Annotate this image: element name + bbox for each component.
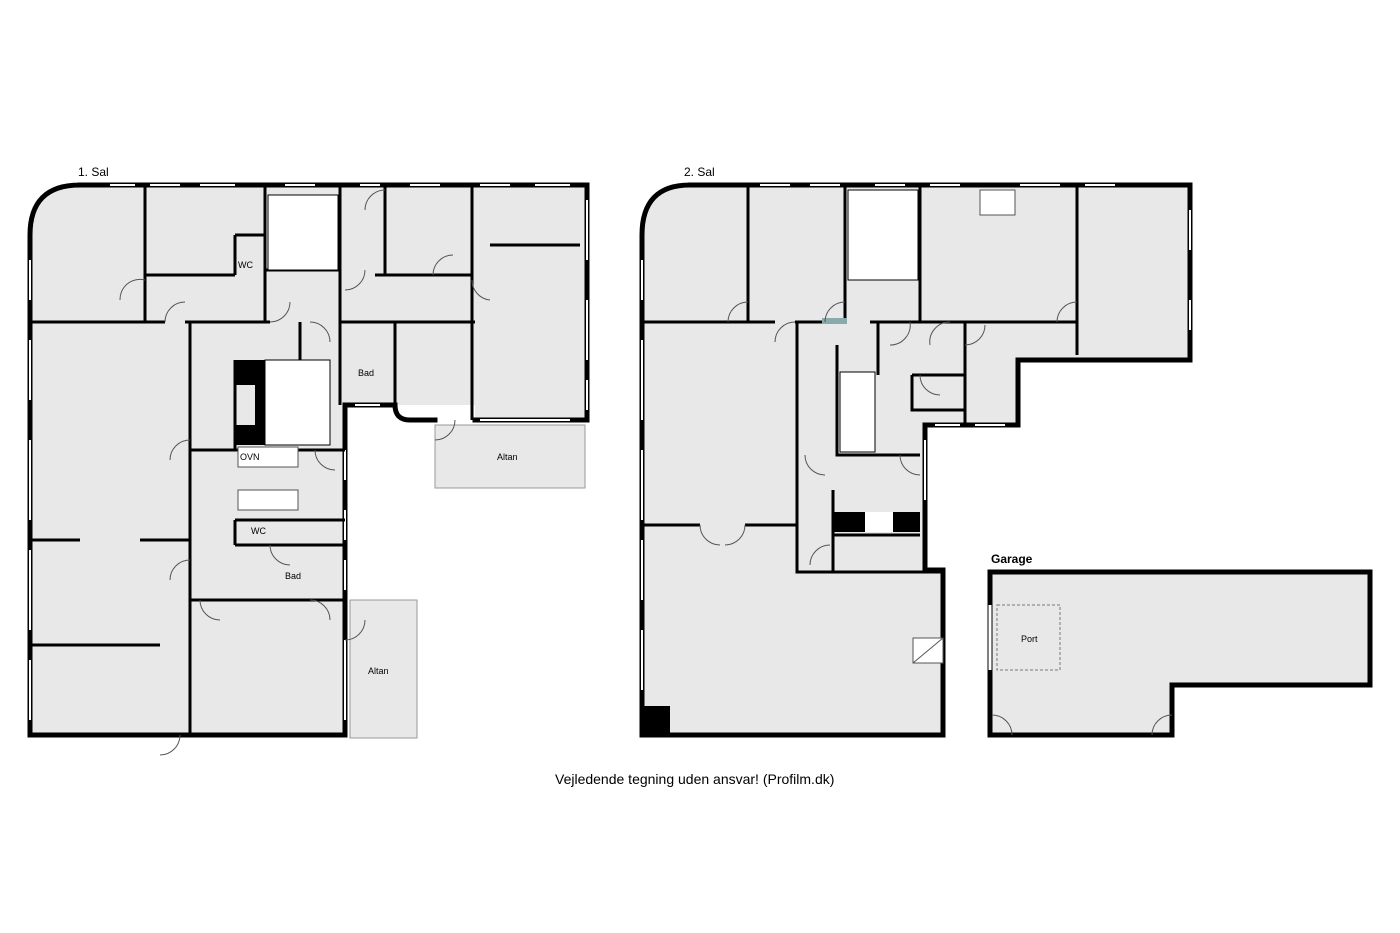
second-floor-title: 2. Sal [684,165,715,179]
bad-lower-label: Bad [285,571,302,581]
disclaimer-footer: Vejledende tegning uden ansvar! (Profilm… [555,771,835,787]
garage-title: Garage [991,552,1033,566]
port-label: Port [1021,634,1038,644]
first-floor-title: 1. Sal [78,165,109,179]
altan-right-label: Altan [497,452,518,462]
first-floor-plan [27,182,590,756]
garage-plan [987,569,1373,738]
ovn-label: OVN [240,452,260,462]
altan-lower-label: Altan [368,666,389,676]
wc-lower-label: WC [251,526,266,536]
second-floor-plan [639,182,1193,738]
bad-upper-label: Bad [358,368,375,378]
wc-upper-label: WC [238,260,253,270]
